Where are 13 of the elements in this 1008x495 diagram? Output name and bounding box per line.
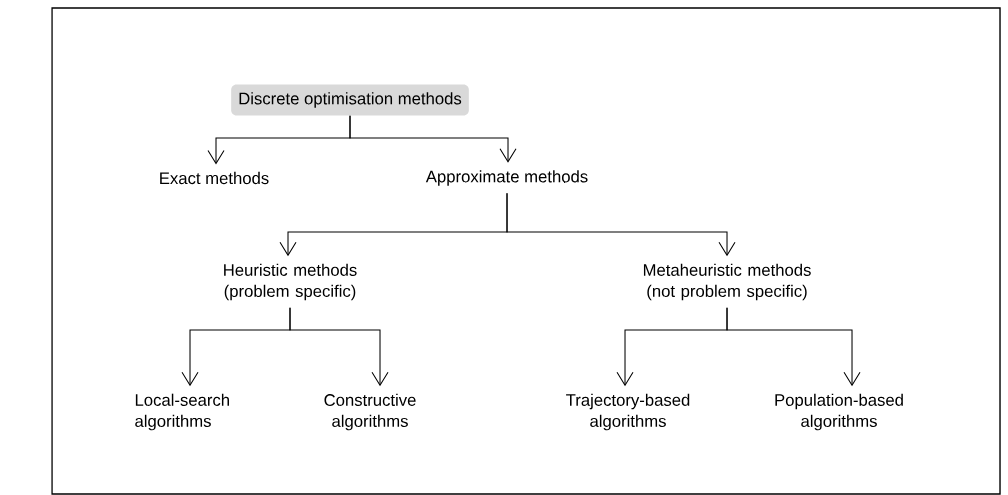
node-label: Local-search algorithms [135,393,229,431]
arrow [726,307,861,387]
node-label: Heuristic methods (problem specific) [224,263,357,301]
node-label: Constructive algorithms [324,393,416,431]
node-label: Population-based algorithms [775,393,903,431]
node-label: Metaheuristic methods (not problem specific) [643,263,811,301]
node-label: Trajectory-based algorithms [566,393,690,431]
arrow [289,307,389,387]
title-box: Discrete optimisation methods [231,84,469,116]
node-label: Approximate methods [425,170,588,186]
arrow [349,115,517,163]
arrow [506,192,736,257]
node-label: Exact methods [160,171,269,185]
